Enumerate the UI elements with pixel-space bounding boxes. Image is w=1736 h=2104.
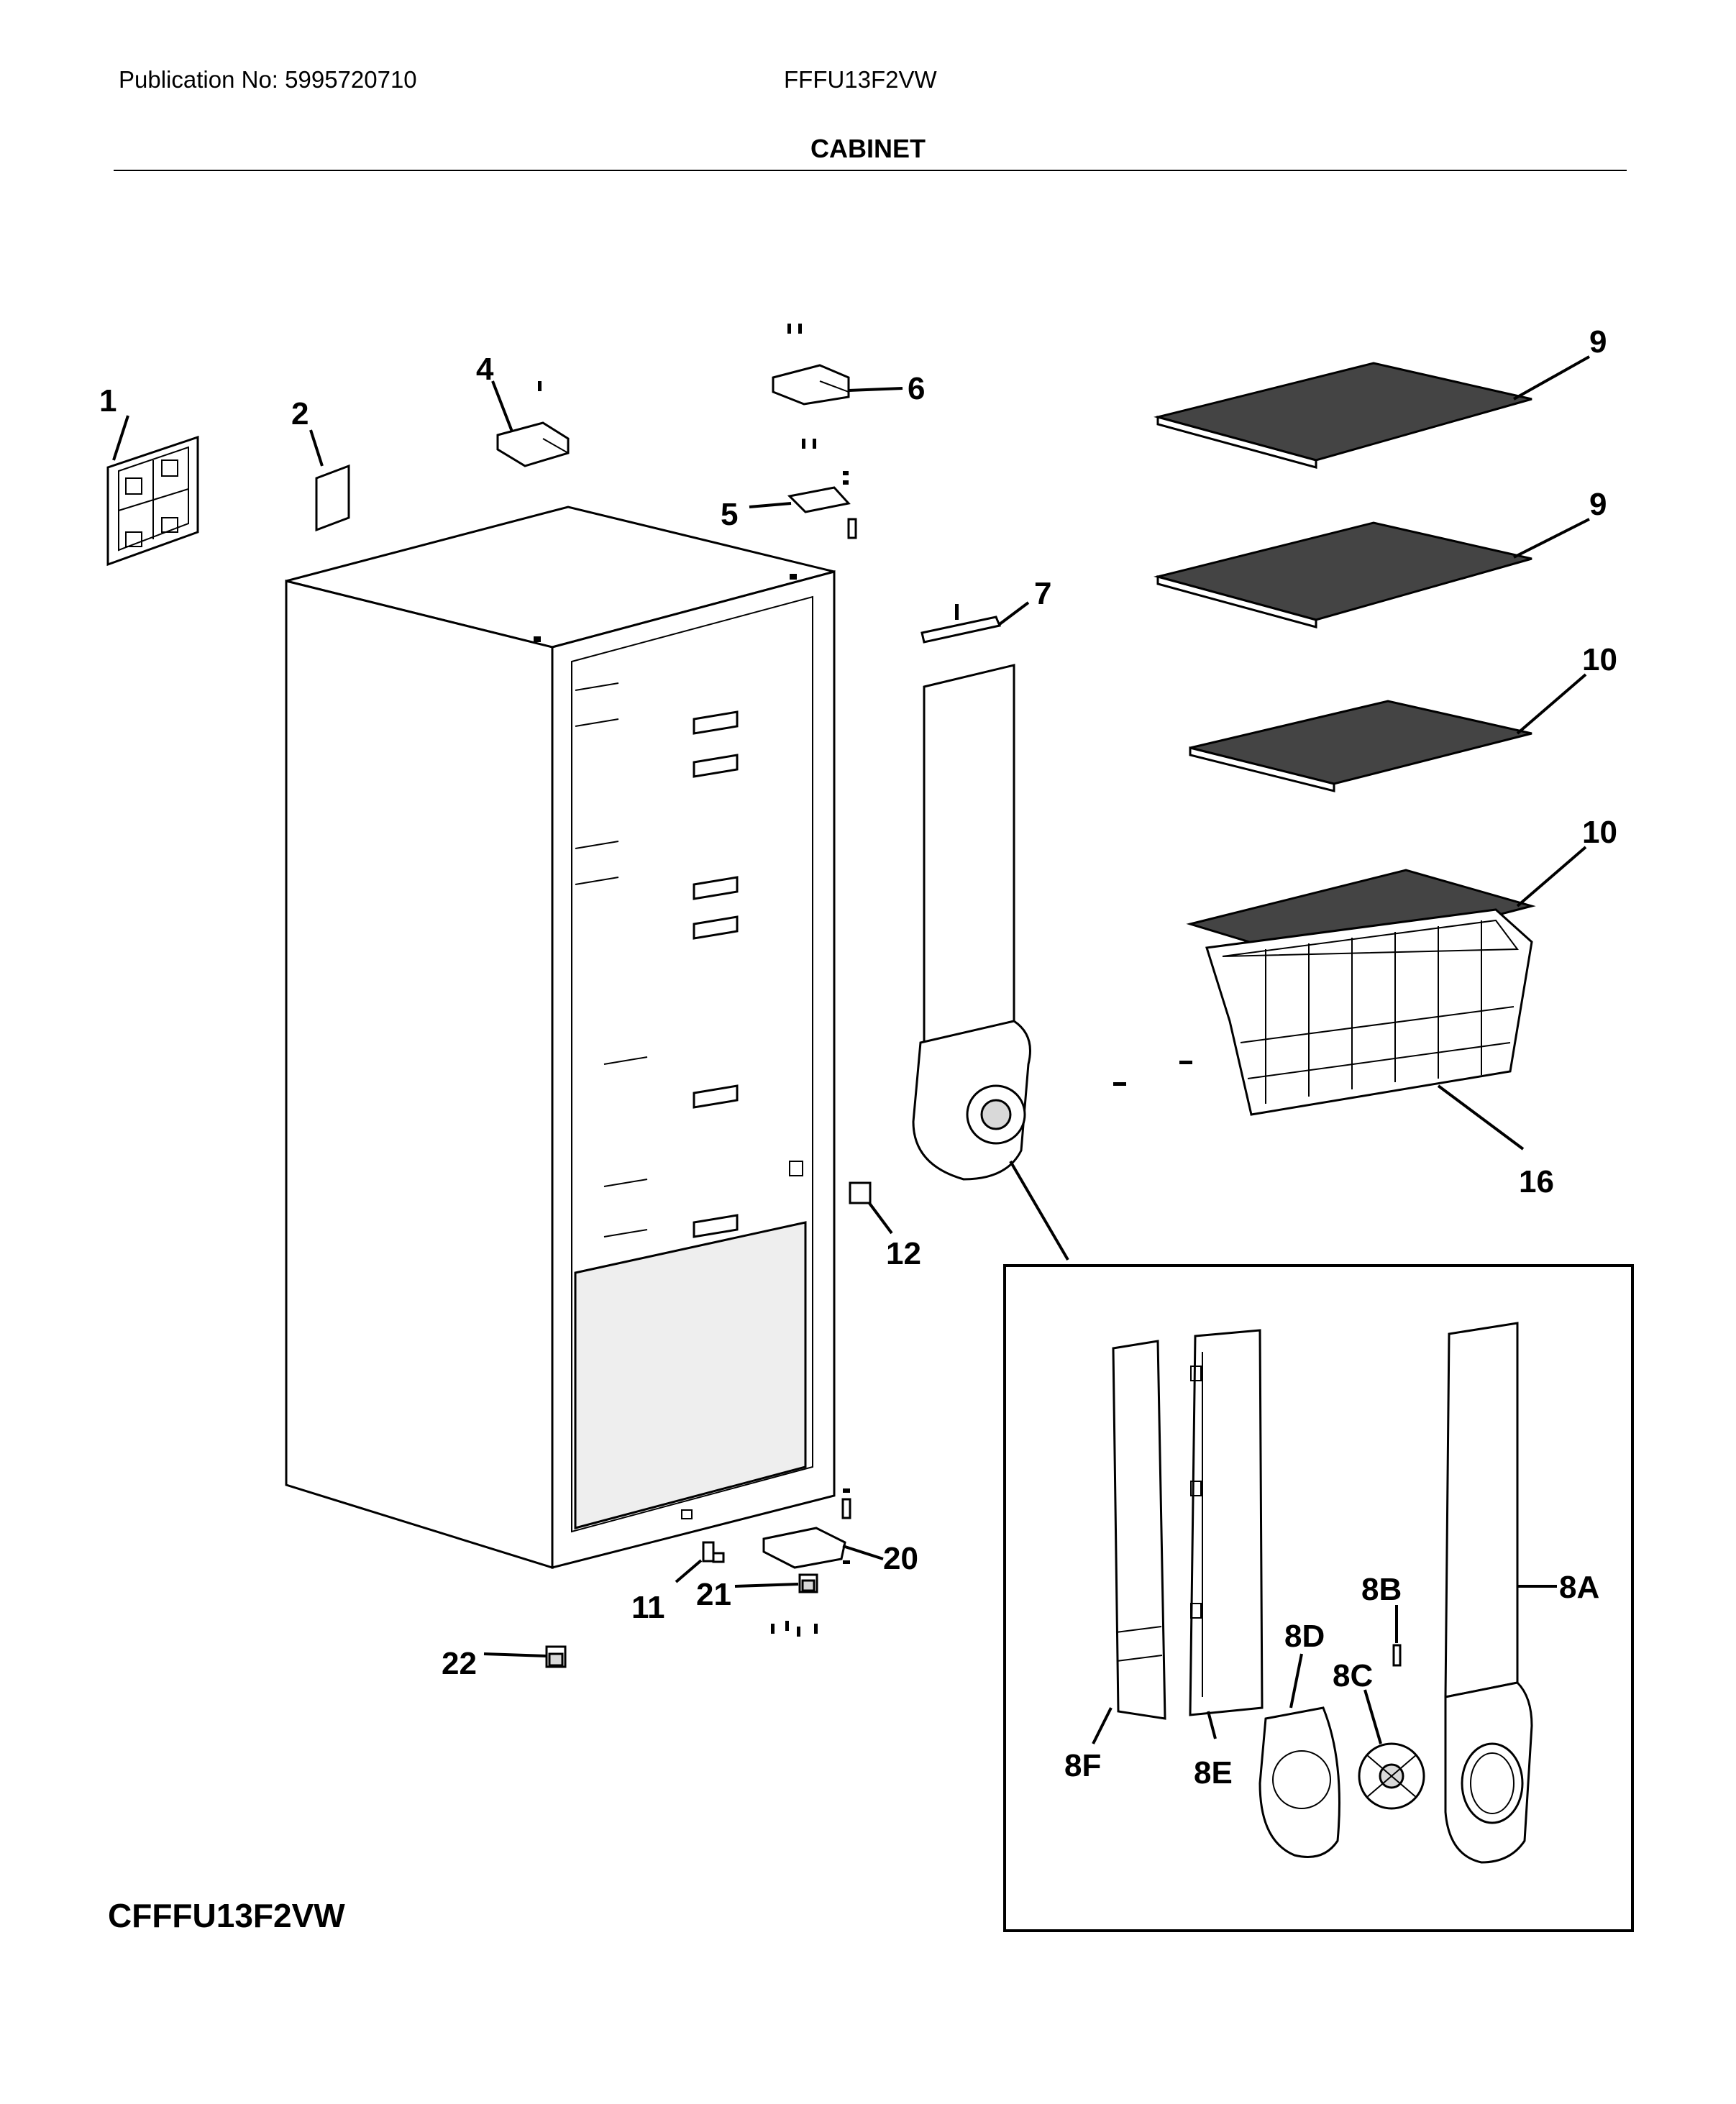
callout-8a: 8A	[1559, 1570, 1599, 1605]
callout-22: 22	[442, 1646, 477, 1681]
callout-10b: 10	[1582, 815, 1617, 850]
callout-16: 16	[1519, 1164, 1554, 1199]
callout-1: 1	[99, 383, 117, 418]
callout-9a: 9	[1589, 324, 1607, 360]
callout-12: 12	[886, 1236, 921, 1271]
part-6-top-hinge-cover[interactable]	[772, 324, 850, 406]
part-8e-duct-panel[interactable]	[1189, 1329, 1264, 1716]
cabinet-body[interactable]	[285, 506, 836, 1570]
part-1-rear-panel[interactable]	[106, 435, 199, 567]
part-5-hinge-bracket[interactable]	[787, 439, 857, 539]
part-4-hinge-cover[interactable]	[496, 381, 570, 467]
part-2-label[interactable]	[315, 464, 350, 532]
diagram-footer-code: CFFFU13F2VW	[108, 1897, 345, 1934]
part-8f-duct-panel[interactable]	[1112, 1340, 1166, 1720]
callout-6: 6	[908, 371, 925, 406]
part-8-air-duct-assembly[interactable]	[912, 664, 1031, 1181]
callout-5: 5	[721, 497, 738, 532]
header-divider	[114, 170, 1627, 171]
publication-number: Publication No: 5995720710	[119, 66, 417, 93]
section-title: CABINET	[810, 134, 926, 163]
part-21-foot[interactable]	[771, 1573, 818, 1637]
callout-20: 20	[883, 1541, 918, 1576]
callout-8d: 8D	[1284, 1619, 1325, 1654]
part-8c-fan[interactable]	[1358, 1742, 1425, 1810]
callout-2: 2	[291, 396, 309, 431]
callout-11: 11	[631, 1590, 665, 1625]
part-9-shelf-upper[interactable]	[1153, 362, 1532, 469]
detail-inset-box	[1003, 1264, 1634, 1932]
callout-4: 4	[476, 352, 494, 387]
model-number: FFFU13F2VW	[784, 66, 937, 93]
part-7-bracket[interactable]	[920, 604, 1002, 644]
callout-7: 7	[1034, 576, 1051, 611]
part-10-shelf-upper[interactable]	[1189, 700, 1532, 792]
part-20-bottom-hinge[interactable]	[762, 1488, 851, 1569]
callout-8e: 8E	[1194, 1755, 1233, 1790]
callout-21: 21	[696, 1577, 731, 1612]
callout-8f: 8F	[1064, 1748, 1101, 1783]
part-16-basket[interactable]	[1113, 908, 1533, 1116]
callout-8b: 8B	[1361, 1572, 1402, 1607]
callout-10a: 10	[1582, 642, 1617, 677]
part-9-shelf-lower[interactable]	[1153, 521, 1532, 628]
part-22-foot[interactable]	[545, 1645, 567, 1668]
callout-8c: 8C	[1333, 1658, 1373, 1693]
callout-9b: 9	[1589, 487, 1607, 522]
part-11-leveling-leg[interactable]	[702, 1541, 725, 1563]
part-12-switch[interactable]	[849, 1181, 872, 1204]
part-8a-duct-assembly[interactable]	[1444, 1322, 1533, 1864]
part-8b-shaft[interactable]	[1392, 1644, 1402, 1667]
part-8d-fan-housing[interactable]	[1258, 1706, 1340, 1858]
